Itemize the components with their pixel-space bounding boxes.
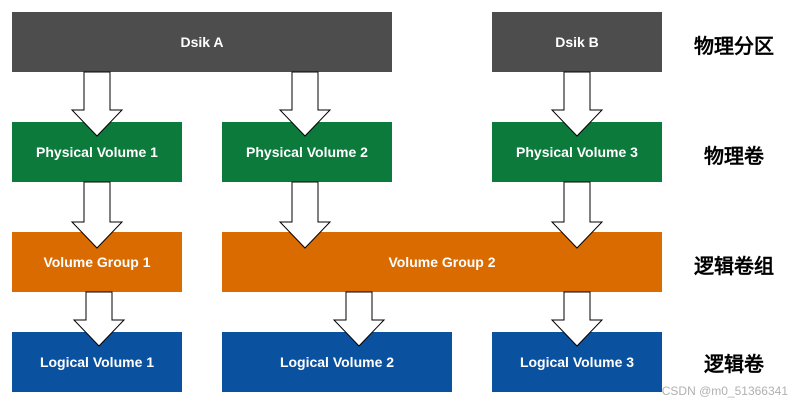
- logical-volume-1-label: Logical Volume 1: [39, 354, 155, 370]
- arrow-pv3-to-vg2: [550, 181, 604, 249]
- volume-group-2-box: Volume Group 2: [222, 232, 662, 292]
- row-label-physical-volume: 物理卷: [704, 144, 764, 168]
- logical-volume-2-box: Logical Volume 2: [222, 332, 452, 392]
- arrow-vg2-to-lv3: [550, 291, 604, 347]
- row-label-logical-volume: 逻辑卷: [704, 352, 764, 376]
- disk-a-box: Dsik A: [12, 12, 392, 72]
- row-label-volume-group: 逻辑卷组: [694, 254, 774, 278]
- volume-group-2-label: Volume Group 2: [388, 254, 496, 270]
- arrow-vg1-to-lv1: [72, 291, 126, 347]
- arrow-pv1-to-vg1: [70, 181, 124, 249]
- logical-volume-2-label: Logical Volume 2: [279, 354, 395, 370]
- arrow-disk-b-to-pv3: [550, 71, 604, 137]
- arrow-pv2-to-vg2: [278, 181, 332, 249]
- arrow-disk-a-to-pv2: [278, 71, 332, 137]
- physical-volume-2-label: Physical Volume 2: [246, 144, 368, 160]
- arrow-vg2-to-lv2: [332, 291, 386, 347]
- arrow-disk-a-to-pv1: [70, 71, 124, 137]
- logical-volume-3-label: Logical Volume 3: [519, 354, 635, 370]
- disk-b-label: Dsik B: [555, 34, 599, 50]
- disk-a-label: Dsik A: [180, 34, 224, 50]
- physical-volume-1-label: Physical Volume 1: [36, 144, 158, 160]
- row-label-physical-partition: 物理分区: [694, 34, 774, 58]
- watermark: CSDN @m0_51366341: [661, 384, 788, 398]
- disk-b-box: Dsik B: [492, 12, 662, 72]
- physical-volume-2-box: Physical Volume 2: [222, 122, 392, 182]
- volume-group-1-label: Volume Group 1: [43, 254, 151, 270]
- physical-volume-3-label: Physical Volume 3: [516, 144, 638, 160]
- physical-volume-3-box: Physical Volume 3: [492, 122, 662, 182]
- physical-volume-1-box: Physical Volume 1: [12, 122, 182, 182]
